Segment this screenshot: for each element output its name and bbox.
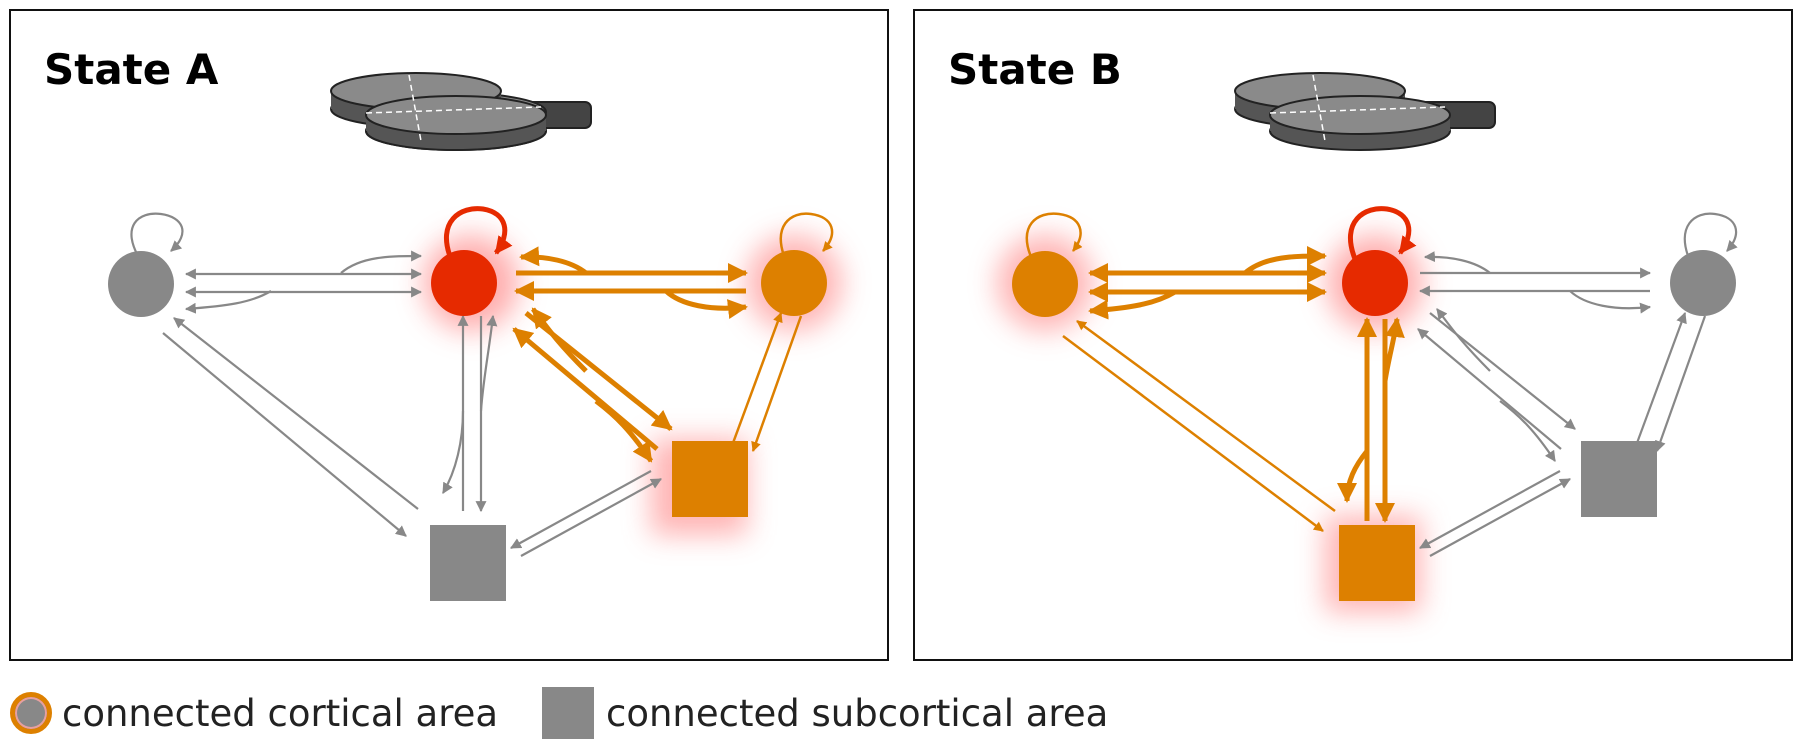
legend-cortical-label: connected cortical area — [62, 691, 499, 735]
state-a-panel: State A — [9, 9, 889, 661]
red-self-loop-a — [443, 206, 513, 260]
cortical-area-icon — [10, 692, 52, 734]
node-right-cortical-a — [761, 250, 827, 316]
node-center-subcortical-b — [1339, 525, 1415, 601]
red-self-loop-b — [1347, 206, 1417, 260]
node-left-cortical-a — [108, 251, 174, 317]
legend: connected cortical area connected subcor… — [10, 686, 1790, 746]
state-b-panel: State B — [913, 9, 1793, 661]
state-a-diagram — [108, 72, 842, 601]
node-right-subcortical-a — [672, 441, 748, 517]
state-b-title: State B — [948, 45, 1122, 94]
node-left-cortical-b — [1012, 251, 1078, 317]
node-center-cortical-b — [1342, 250, 1408, 316]
legend-subcortical: connected subcortical area — [542, 686, 1108, 740]
stimulator-icon — [1234, 72, 1496, 151]
subcortical-area-icon — [542, 687, 594, 739]
legend-cortical: connected cortical area — [10, 686, 498, 740]
stimulator-icon — [330, 72, 592, 151]
node-right-cortical-b — [1670, 250, 1736, 316]
state-b-diagram — [997, 72, 1738, 612]
node-center-cortical-a — [431, 250, 497, 316]
node-right-subcortical-b — [1581, 441, 1657, 517]
node-center-subcortical-a — [430, 525, 506, 601]
state-a-title: State A — [44, 45, 219, 94]
legend-subcortical-label: connected subcortical area — [606, 691, 1109, 735]
